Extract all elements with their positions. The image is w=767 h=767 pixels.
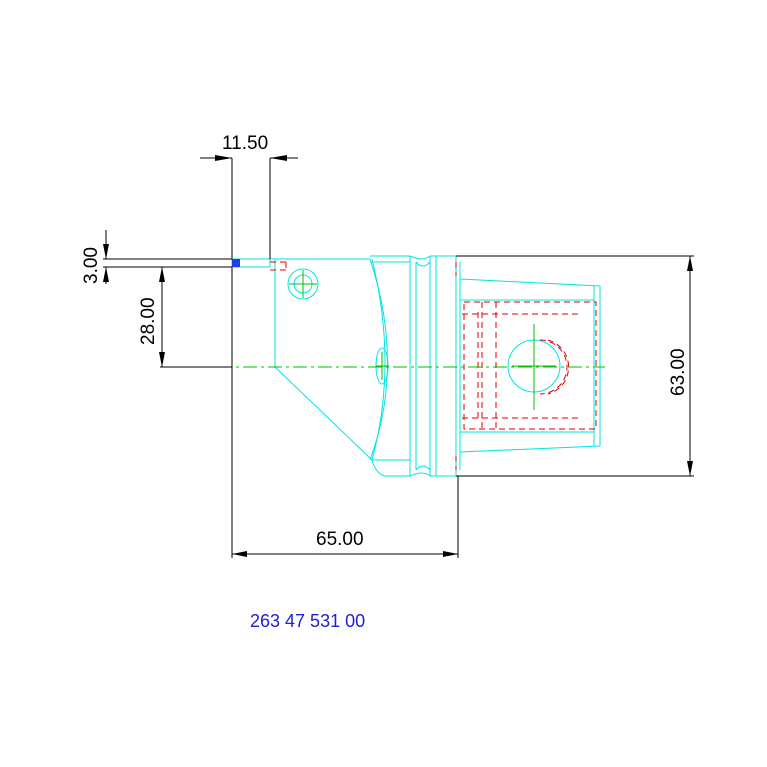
- dimension-center-height: [159, 266, 232, 368]
- dimension-width-top: [200, 155, 298, 259]
- dimension-offset-top-label: 3.00: [81, 247, 102, 284]
- hidden-lines: [270, 261, 597, 470]
- dimension-width-top-label: 11.50: [222, 133, 268, 154]
- dimension-overall-length-label: 65.00: [316, 529, 364, 550]
- part-number: 263 47 531 00: [250, 611, 365, 631]
- dimension-overall-height-label: 63.00: [668, 348, 689, 396]
- dimension-overall-length: [231, 267, 459, 558]
- datum-marker: [232, 259, 240, 267]
- part-outline: [231, 255, 601, 477]
- dimension-center-height-label: 28.00: [138, 297, 159, 345]
- dimension-offset-top: [103, 230, 232, 284]
- dimension-overall-height: [456, 255, 694, 477]
- centerlines: [218, 270, 605, 410]
